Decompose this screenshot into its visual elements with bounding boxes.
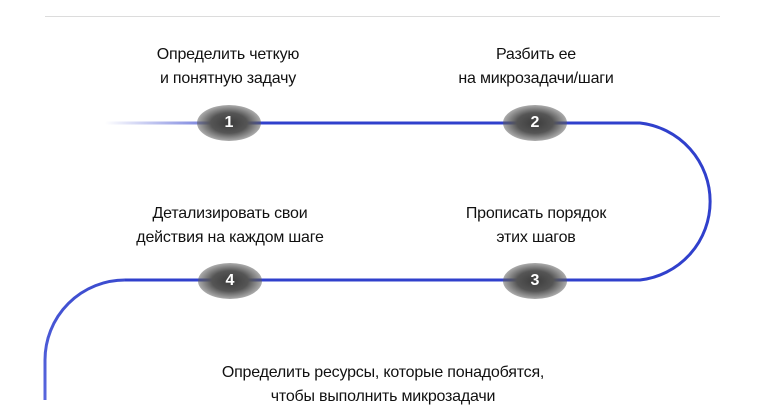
step-5-line1: Определить ресурсы, которые понадобятся, — [221, 364, 545, 381]
step-2-label: Разбить ее на микрозадачи/шаги — [458, 43, 613, 91]
step-1-marker: 1 — [197, 105, 261, 141]
process-path — [43, 121, 712, 400]
top-divider — [45, 16, 720, 17]
path-main-segment — [125, 121, 712, 282]
step-4-label: Детализировать свои действия на каждом ш… — [136, 202, 324, 250]
step-2-line1: Разбить ее — [495, 46, 577, 63]
step-4-line2: действия на каждом шаге — [136, 229, 324, 246]
step-2-line2: на микрозадачи/шаги — [458, 70, 614, 87]
step-1-line1: Определить четкую — [156, 46, 300, 63]
step-3-marker: 3 — [503, 263, 567, 299]
step-1-line2: и понятную задачу — [159, 70, 297, 87]
step-4-marker: 4 — [198, 263, 262, 299]
step-3-line2: этих шагов — [496, 229, 576, 246]
path-lower-segment — [43, 278, 126, 400]
step-4-line1: Детализировать свои — [152, 205, 308, 222]
step-3-label: Прописать порядок этих шагов — [465, 202, 607, 250]
step-5-line2: чтобы выполнить микрозадачи — [270, 388, 496, 405]
step-2-marker: 2 — [503, 105, 567, 141]
step-1-label: Определить четкую и понятную задачу — [156, 43, 300, 91]
step-5-label: Определить ресурсы, которые понадобятся,… — [221, 361, 545, 409]
step-3-line1: Прописать порядок — [465, 205, 607, 222]
